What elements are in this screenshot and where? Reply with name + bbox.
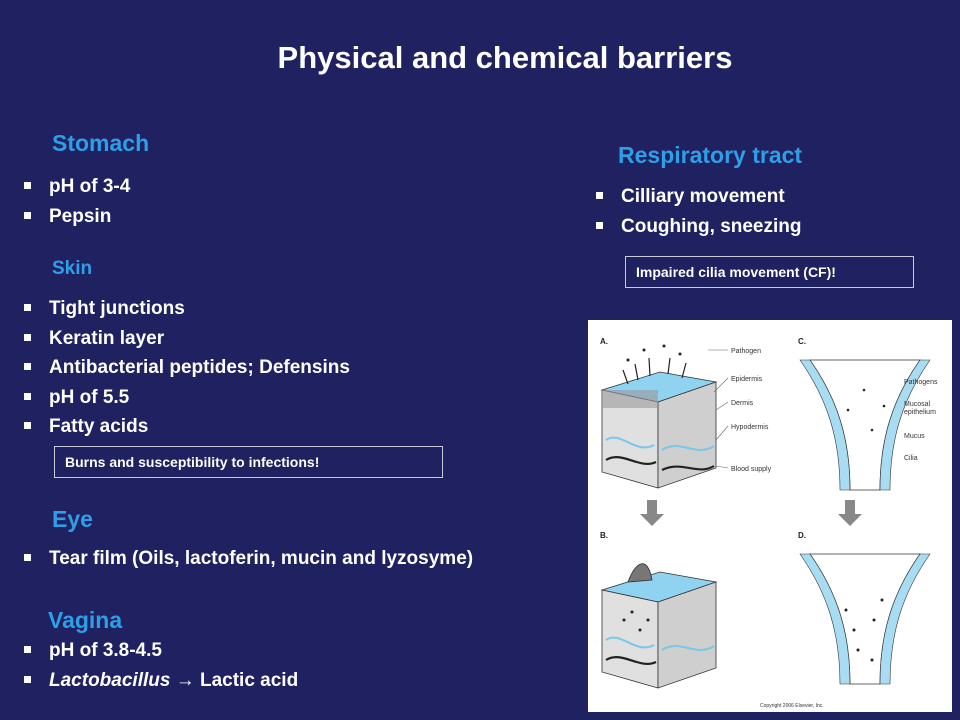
slide-title: Physical and chemical barriers	[277, 40, 733, 75]
panel-b-letter: B.	[600, 531, 608, 540]
panel-d-letter: D.	[798, 531, 806, 540]
bullet-icon	[24, 333, 31, 341]
vagina-heading: Vagina	[48, 607, 123, 633]
list-item: Antibacterial peptides; Defensins	[24, 353, 350, 383]
respiratory-list: Cilliary movement Coughing, sneezing	[596, 182, 802, 241]
svg-text:Blood supply: Blood supply	[731, 466, 772, 473]
arrow-down-icon	[640, 500, 664, 526]
airway-labels-c: Pathogens Mucosal epithelium Mucus Cilia	[904, 379, 938, 462]
barrier-illustration-svg: A. C. B. D. Pathogen Epidermis Dermis	[600, 337, 938, 709]
list-item: Tight junctions	[24, 294, 350, 324]
svg-text:Mucosal: Mucosal	[904, 401, 931, 408]
eye-heading: Eye	[52, 506, 93, 532]
list-item: Pepsin	[24, 202, 130, 232]
panel-c-letter: C.	[798, 337, 806, 346]
panel-a-letter: A.	[600, 337, 608, 346]
stomach-heading: Stomach	[52, 130, 150, 156]
svg-text:Mucus: Mucus	[904, 433, 925, 440]
list-item: pH of 3.8-4.5	[24, 636, 298, 666]
skin-note: Burns and susceptibility to infections!	[54, 446, 443, 478]
skin-heading: Skin	[52, 258, 93, 279]
svg-text:Dermis: Dermis	[731, 400, 754, 407]
list-item: pH of 5.5	[24, 383, 350, 413]
stomach-list: pH of 3-4 Pepsin	[24, 172, 130, 231]
respiratory-note: Impaired cilia movement (CF)!	[625, 256, 914, 288]
svg-text:epithelium: epithelium	[904, 409, 936, 416]
eye-list: Tear film (Oils, lactoferin, mucin and l…	[24, 544, 473, 574]
list-item: Lactobacillus → Lactic acid	[24, 666, 298, 696]
arrow-right-icon: →	[175, 669, 195, 691]
svg-text:Pathogens: Pathogens	[904, 379, 938, 386]
svg-text:Epidermis: Epidermis	[731, 376, 763, 383]
list-item: Tear film (Oils, lactoferin, mucin and l…	[24, 544, 473, 574]
skin-block-b	[600, 563, 718, 689]
bullet-icon	[596, 192, 603, 199]
list-item: pH of 3-4	[24, 172, 130, 202]
list-item: Keratin layer	[24, 324, 350, 354]
bullet-icon	[24, 554, 31, 561]
list-item: Coughing, sneezing	[596, 212, 802, 242]
barrier-illustration: A. C. B. D. Pathogen Epidermis Dermis	[588, 320, 952, 712]
list-item: Cilliary movement	[596, 182, 802, 212]
svg-text:Hypodermis: Hypodermis	[731, 424, 769, 431]
bullet-icon	[596, 221, 603, 229]
bullet-icon	[24, 675, 31, 683]
skin-list: Tight junctions Keratin layer Antibacter…	[24, 294, 350, 442]
airway-d	[799, 553, 931, 685]
lactobacillus-text: Lactobacillus	[49, 669, 171, 691]
arrow-down-icon	[838, 500, 862, 526]
airway-c	[799, 359, 931, 491]
skin-block-a	[600, 344, 718, 489]
skin-labels-a: Pathogen Epidermis Dermis Hypodermis Blo…	[708, 348, 772, 473]
bullet-icon	[24, 211, 31, 219]
list-item: Fatty acids	[24, 412, 350, 442]
svg-text:Cilia: Cilia	[904, 455, 918, 462]
bullet-icon	[24, 363, 31, 370]
figure-copyright: Copyright 2006 Elsevier, Inc.	[760, 703, 824, 709]
bullet-icon	[24, 182, 31, 189]
svg-text:Pathogen: Pathogen	[731, 348, 761, 355]
bullet-icon	[24, 422, 31, 429]
respiratory-heading: Respiratory tract	[618, 142, 803, 168]
bullet-icon	[24, 392, 31, 400]
vagina-list: pH of 3.8-4.5 Lactobacillus → Lactic aci…	[24, 636, 298, 695]
bullet-icon	[24, 304, 31, 311]
bullet-icon	[24, 646, 31, 653]
